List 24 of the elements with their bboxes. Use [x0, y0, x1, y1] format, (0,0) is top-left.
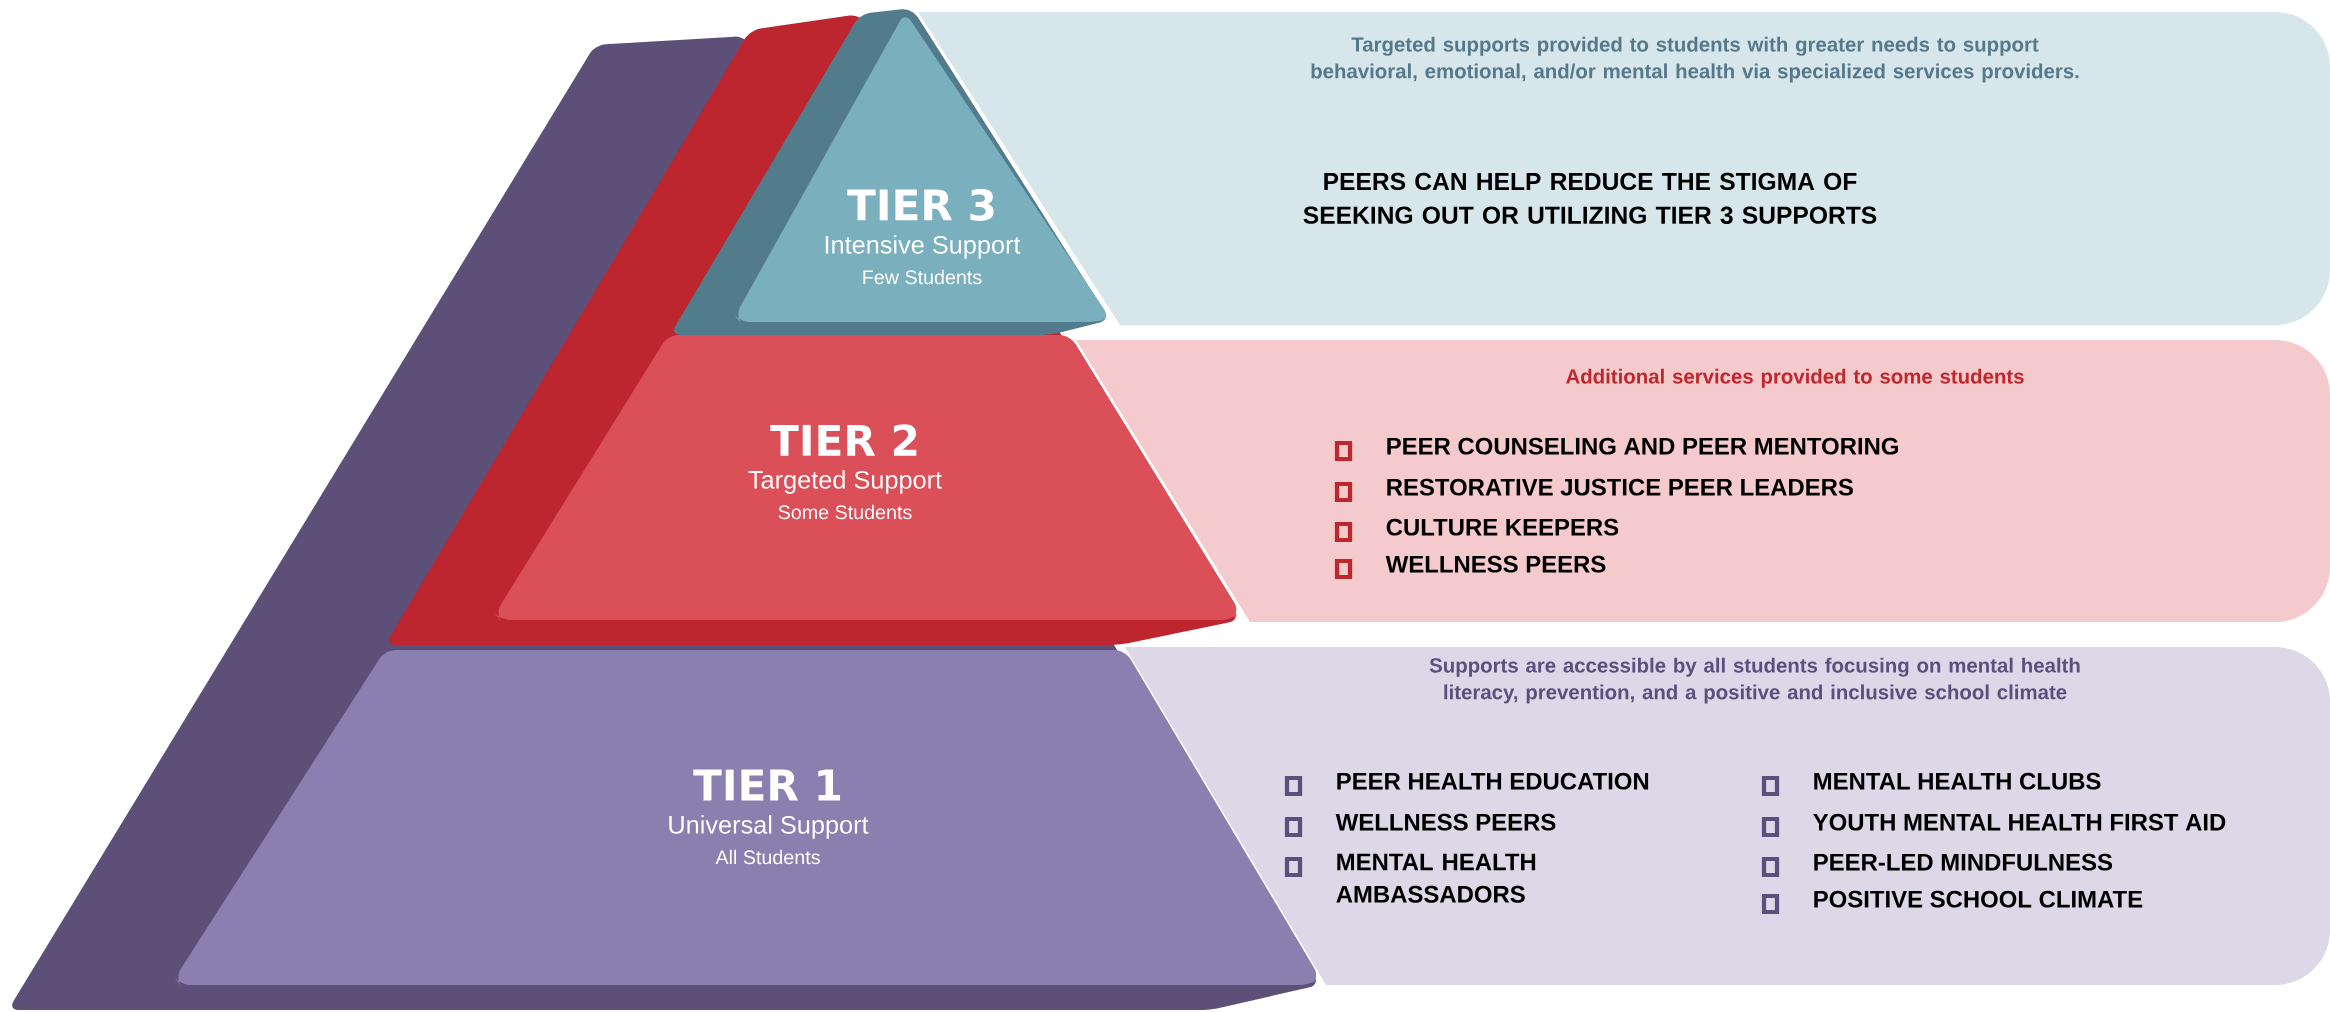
- list-item: PEER HEALTH EDUCATION: [1337, 772, 1649, 790]
- list-item: YOUTH MENTAL HEALTH FIRST AID: [1813, 813, 2226, 831]
- tier-heading: TIER 1: [693, 769, 841, 801]
- tier-audience: Some Students: [778, 504, 912, 520]
- list-item: PEER-LED MINDFULNESS: [1814, 853, 2113, 871]
- tier-subtitle: Targeted Support: [748, 470, 942, 494]
- description-text: Supports are accessible by all students focusing on mental health literacy, prevention, and a positive and inclusive school climate: [1429, 657, 2080, 704]
- tier-heading: TIER 2: [770, 424, 917, 456]
- list-item: WELLNESS PEERS: [1385, 555, 1606, 573]
- tier-subtitle: Intensive Support: [825, 235, 1021, 259]
- tier-audience: Few Students: [863, 269, 982, 285]
- list-item: CULTURE KEEPERS: [1386, 518, 1619, 536]
- tier-subtitle: Universal Support: [669, 815, 869, 839]
- list-item: POSITIVE SCHOOL CLIMATE: [1814, 890, 2143, 908]
- list-item: MENTAL HEALTH CLUBS: [1814, 772, 2101, 790]
- key-message: PEERS CAN HELP REDUCE THE STIGMA OF SEEKING OUT OR UTILIZING TIER 3 SUPPORTS: [1303, 172, 1877, 224]
- list-item: MENTAL HEALTH AMBASSADORS: [1336, 853, 1536, 903]
- description-text: Targeted supports provided to students with greater needs to support behavioral, emotional, and/or mental health via specialized services providers.: [1311, 36, 2079, 83]
- list-item: PEER COUNSELING AND PEER MENTORING: [1387, 437, 1898, 455]
- list-item: RESTORATIVE JUSTICE PEER LEADERS: [1387, 478, 1853, 496]
- tier-heading: TIER 3: [847, 189, 994, 221]
- list-item: WELLNESS PEERS: [1335, 813, 1556, 831]
- description-text: Additional services provided to some students: [1566, 368, 2024, 388]
- tier-audience: All Students: [715, 849, 820, 865]
